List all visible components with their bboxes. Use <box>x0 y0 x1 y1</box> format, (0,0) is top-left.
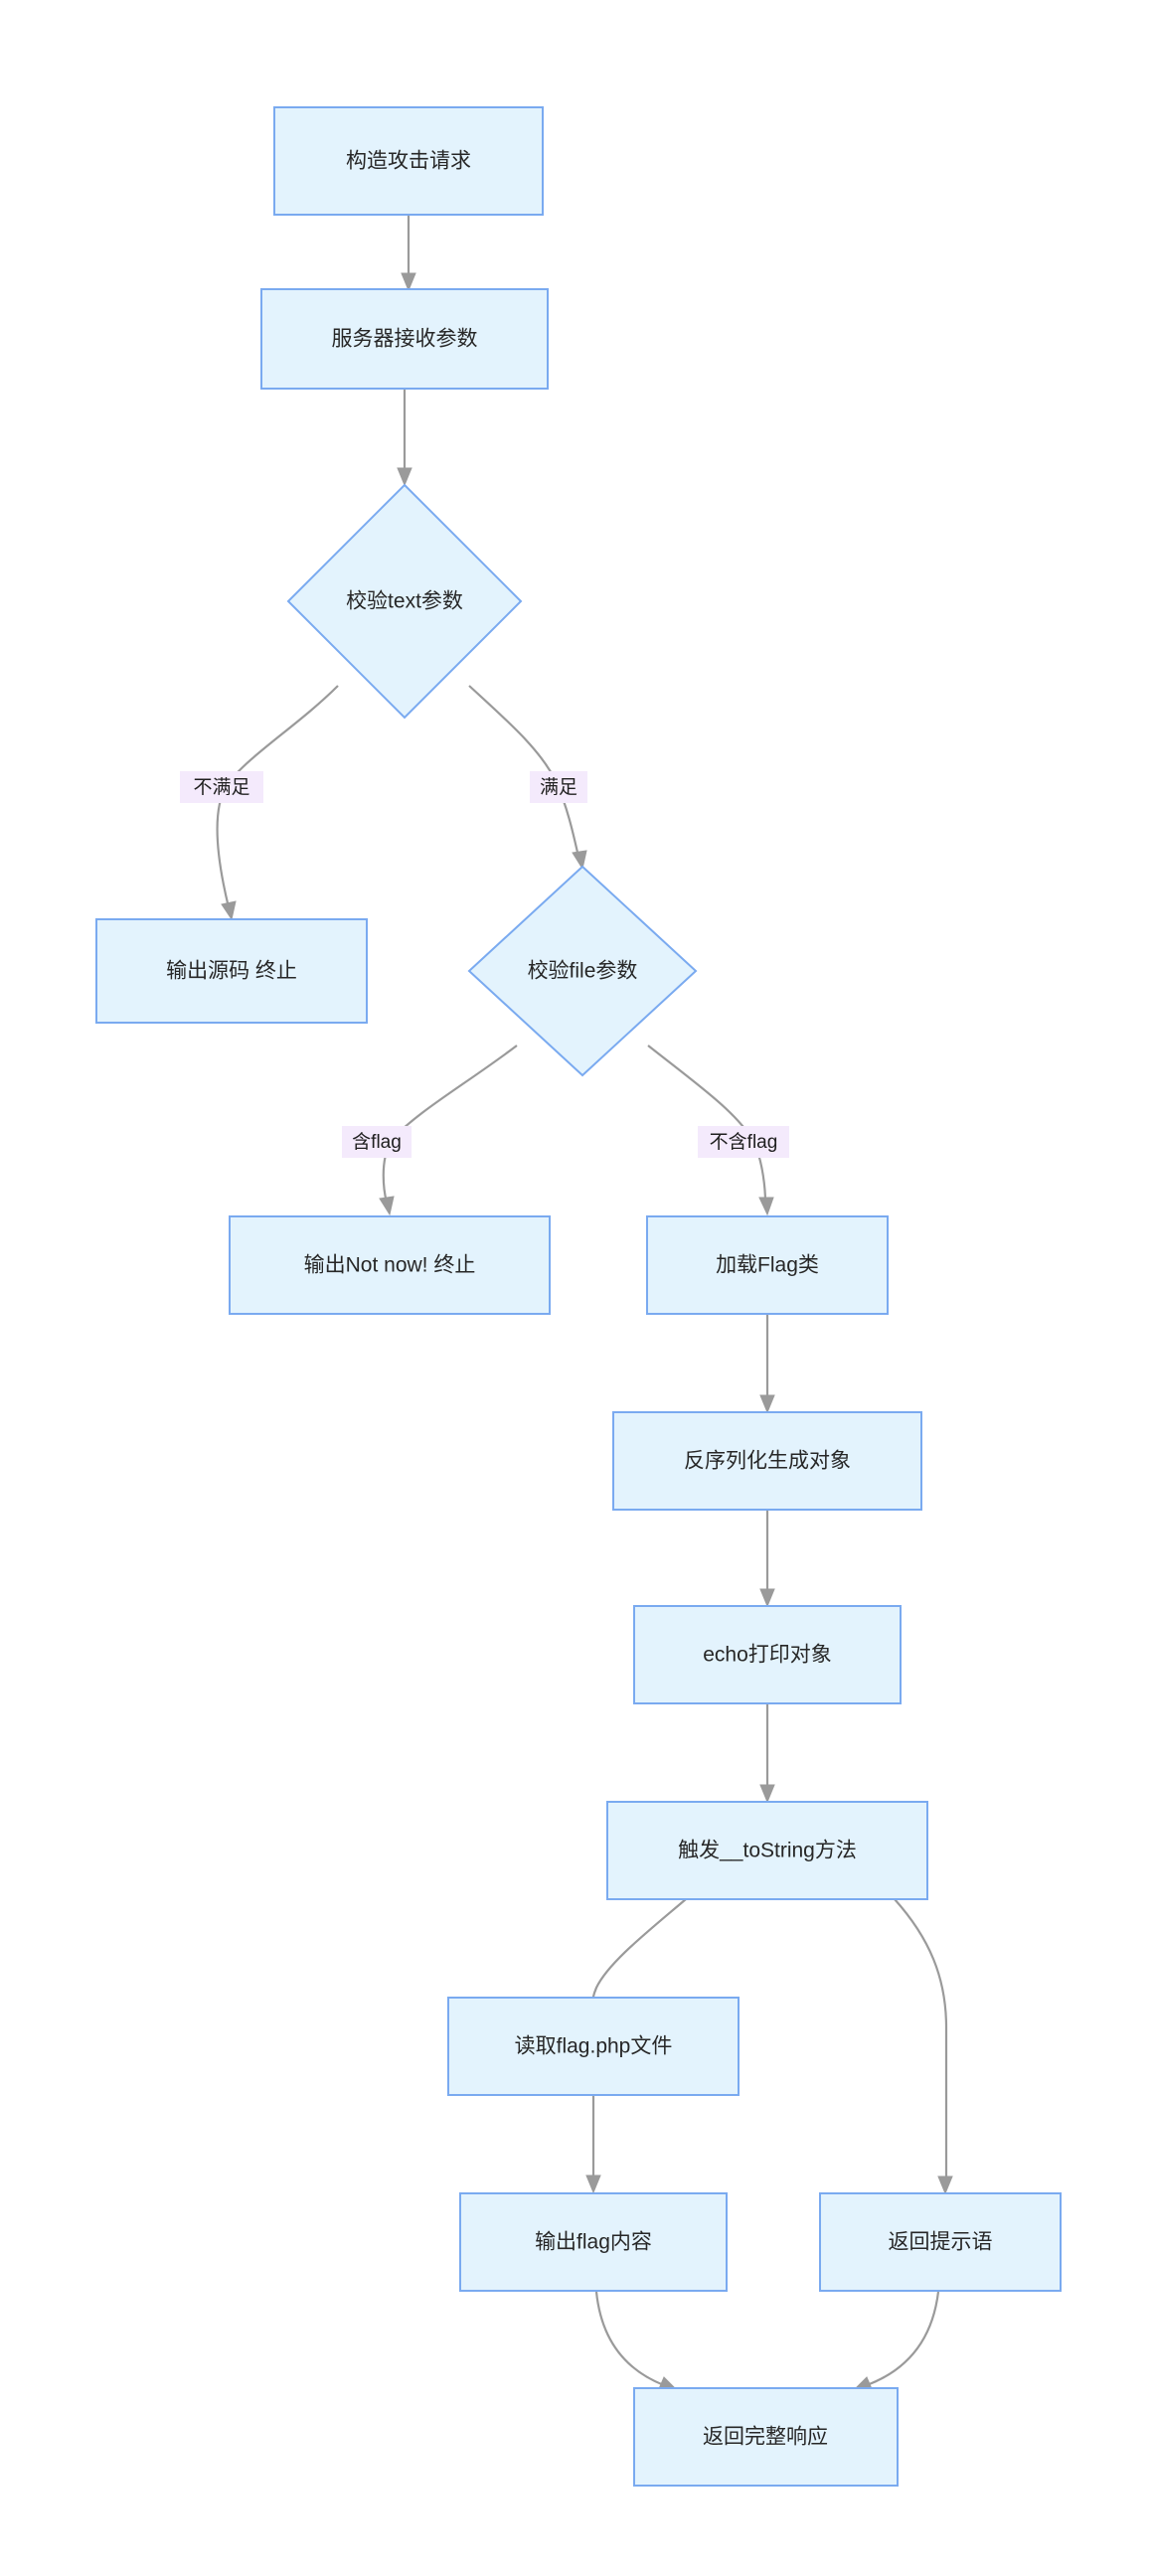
node-validate-file-param[interactable]: 校验file参数 <box>467 865 698 1077</box>
node-rect[interactable] <box>646 1215 889 1315</box>
edge-label-background <box>530 771 587 803</box>
edge-label-text: 含flag <box>352 1131 402 1153</box>
node-return-complete-response[interactable]: 返回完整响应 <box>633 2387 899 2487</box>
node-label: 校验text参数 <box>346 590 463 613</box>
edge-label-background <box>342 1126 412 1158</box>
edge-n8-n9 <box>759 1510 775 1608</box>
node-trigger-tostring-method[interactable]: 触发__toString方法 <box>606 1801 928 1900</box>
node-deserialize-create-object[interactable]: 反序列化生成对象 <box>612 1411 922 1511</box>
edge-n12-n14 <box>594 2291 678 2392</box>
arrow-head-icon <box>759 1784 775 1804</box>
edge-label-background <box>698 1126 789 1158</box>
node-rect[interactable] <box>633 1605 902 1704</box>
node-label: 反序列化生成对象 <box>684 1450 851 1473</box>
edge-line <box>866 2291 940 2387</box>
edge-label-layer: 不满足 满足 含flag 不含flag <box>180 771 789 1158</box>
edge-label-not-satisfied: 不满足 <box>180 771 263 803</box>
node-rect[interactable] <box>606 1801 928 1900</box>
node-read-flag-php-file[interactable]: 读取flag.php文件 <box>447 1997 740 2096</box>
node-rect[interactable] <box>447 1997 740 2096</box>
node-rect[interactable] <box>95 918 368 1024</box>
arrow-head-icon <box>379 1196 395 1216</box>
node-rect[interactable] <box>260 288 549 390</box>
edge-label-contains-flag: 含flag <box>342 1126 412 1158</box>
node-output-source-terminate[interactable]: 输出源码 终止 <box>95 918 368 1024</box>
edge-label-text: 不含flag <box>710 1131 778 1153</box>
node-label: 构造攻击请求 <box>346 150 471 173</box>
edge-line <box>382 1045 518 1204</box>
edge-line <box>647 1045 767 1204</box>
node-label: 返回提示语 <box>889 2231 993 2254</box>
node-label: 服务器接收参数 <box>332 328 478 351</box>
node-construct-attack-request[interactable]: 构造攻击请求 <box>273 106 544 216</box>
node-label: 返回完整响应 <box>703 2426 828 2449</box>
node-layer: 构造攻击请求 服务器接收参数 校验text参数 输出源码 终止 校验file参数 <box>95 106 1062 2487</box>
node-label: 输出Not now! 终止 <box>304 1254 476 1277</box>
edge-n1-n2 <box>401 215 416 292</box>
node-rect[interactable] <box>819 2192 1062 2292</box>
arrow-head-icon <box>759 1588 775 1608</box>
arrow-head-icon <box>759 1394 775 1414</box>
arrow-head-icon <box>937 2175 953 2195</box>
node-label: 加载Flag类 <box>716 1254 819 1277</box>
node-server-receive-params[interactable]: 服务器接收参数 <box>260 288 549 390</box>
arrow-head-icon <box>401 272 416 292</box>
node-rect[interactable] <box>612 1411 922 1511</box>
node-label: 输出源码 终止 <box>166 960 297 983</box>
edge-n2-n3 <box>397 389 412 487</box>
edge-label-text: 不满足 <box>193 776 249 798</box>
edge-n11-n12 <box>585 2095 601 2194</box>
edge-label-text: 满足 <box>540 776 577 798</box>
node-output-not-now-terminate[interactable]: 输出Not now! 终止 <box>229 1215 551 1315</box>
node-load-flag-class[interactable]: 加载Flag类 <box>646 1215 889 1315</box>
node-output-flag-content[interactable]: 输出flag内容 <box>459 2192 728 2292</box>
node-label: 输出flag内容 <box>535 2231 652 2254</box>
edge-n10-n13 <box>894 1898 953 2195</box>
arrow-head-icon <box>221 900 237 921</box>
edge-n13-n14 <box>853 2291 940 2392</box>
arrow-head-icon <box>585 2174 601 2194</box>
arrow-head-icon <box>397 467 412 487</box>
node-rect[interactable] <box>633 2387 899 2487</box>
node-echo-print-object[interactable]: echo打印对象 <box>633 1605 902 1704</box>
edge-line <box>894 1898 948 2182</box>
arrow-head-icon <box>758 1197 774 1216</box>
node-rect[interactable] <box>273 106 544 216</box>
node-rect[interactable] <box>459 2192 728 2292</box>
edge-label-background <box>180 771 263 803</box>
edge-n9-n10 <box>759 1703 775 1804</box>
node-diamond[interactable] <box>286 483 523 720</box>
arrow-head-icon <box>572 850 587 871</box>
node-return-hint-message[interactable]: 返回提示语 <box>819 2192 1062 2292</box>
edge-line <box>594 2291 665 2387</box>
node-rect[interactable] <box>229 1215 551 1315</box>
node-label: 触发__toString方法 <box>678 1840 857 1862</box>
edge-n7-n8 <box>759 1314 775 1414</box>
edge-label-satisfied: 满足 <box>530 771 587 803</box>
node-label: echo打印对象 <box>703 1644 832 1667</box>
edge-label-not-contains-flag: 不含flag <box>698 1126 789 1158</box>
node-diamond[interactable] <box>467 865 698 1077</box>
node-label: 读取flag.php文件 <box>515 2035 673 2058</box>
node-validate-text-param[interactable]: 校验text参数 <box>286 483 523 720</box>
node-label: 校验file参数 <box>528 960 638 983</box>
